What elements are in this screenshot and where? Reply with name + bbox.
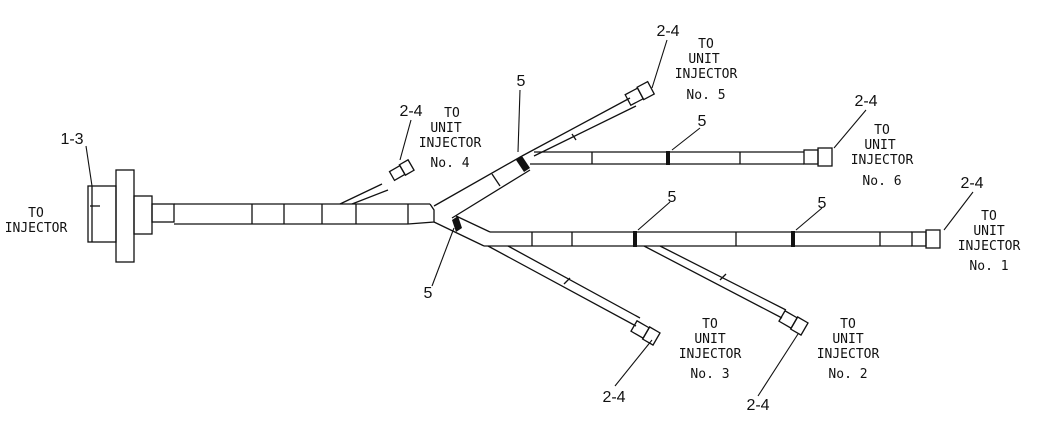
clamp-band	[516, 156, 530, 172]
part-number-label: 2-4	[960, 175, 983, 192]
injector-label-line: TO	[981, 209, 997, 224]
injector-label-line: No. 6	[862, 174, 901, 189]
injector-label-line: No. 1	[969, 259, 1008, 274]
lower-branch	[433, 215, 941, 346]
injector-label-line: UNIT	[430, 121, 461, 136]
clamp-band	[666, 151, 670, 165]
main-connector	[87, 169, 175, 263]
labels: 1-3 TO INJECTOR 5 5 5 5 5 2-4 TO UNIT IN…	[5, 23, 1021, 414]
injector-label-line: INJECTOR	[958, 239, 1021, 254]
injector-label-line: TO	[702, 317, 718, 332]
connector-no2	[778, 309, 809, 336]
part-number-label: 2-4	[399, 103, 422, 120]
injector-label-line: No. 2	[828, 367, 867, 382]
part-number-label: 2-4	[746, 397, 769, 414]
connector-label-line: TO	[28, 206, 44, 221]
connector-no4	[388, 158, 415, 182]
connector-no3	[630, 319, 661, 346]
injector-label-line: UNIT	[832, 332, 863, 347]
injector-label-line: No. 5	[686, 88, 725, 103]
clamp-band	[633, 231, 637, 247]
injector-label-line: TO	[444, 106, 460, 121]
clamp-label: 5	[818, 195, 827, 212]
clamp-band	[452, 216, 462, 232]
part-number-label: 2-4	[602, 389, 625, 406]
injector-label-line: TO	[840, 317, 856, 332]
part-number-label: 2-4	[656, 23, 679, 40]
injector-label-line: INJECTOR	[419, 136, 482, 151]
part-number-label: 1-3	[60, 131, 83, 148]
clamp-band	[791, 231, 795, 247]
clamp-label: 5	[424, 285, 433, 302]
clamp-label: 5	[698, 113, 707, 130]
connector-label-line: INJECTOR	[5, 221, 68, 236]
injector-label-line: UNIT	[864, 138, 895, 153]
injector-label-line: UNIT	[694, 332, 725, 347]
connector-no6	[803, 147, 833, 167]
connector-no1	[911, 229, 941, 249]
injector-label-line: INJECTOR	[817, 347, 880, 362]
injector-label-line: UNIT	[973, 224, 1004, 239]
clamp-label: 5	[668, 189, 677, 206]
injector-label-line: INJECTOR	[679, 347, 742, 362]
injector-label-line: No. 4	[430, 156, 469, 171]
injector-label-line: TO	[698, 37, 714, 52]
injector-label-line: UNIT	[688, 52, 719, 67]
leader-lines	[85, 39, 974, 397]
connector-no5	[624, 80, 656, 107]
clamp-label: 5	[517, 73, 526, 90]
upper-branch	[433, 80, 833, 219]
injector-label-line: INJECTOR	[851, 153, 914, 168]
injector-label-line: TO	[874, 123, 890, 138]
harness-trunk	[174, 203, 435, 225]
part-number-label: 2-4	[854, 93, 877, 110]
injector-label-line: INJECTOR	[675, 67, 738, 82]
injector-label-line: No. 3	[690, 367, 729, 382]
branch-no4	[339, 158, 415, 205]
